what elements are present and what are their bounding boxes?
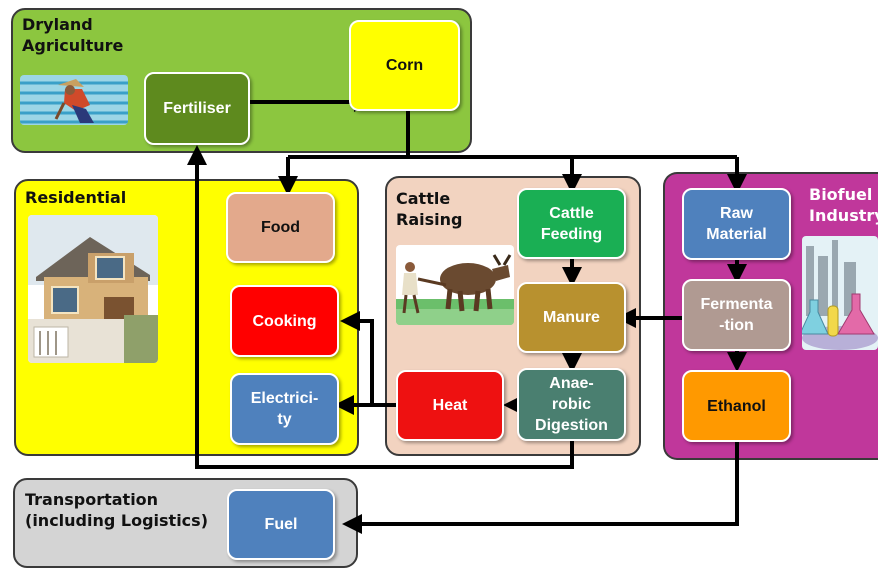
node-anaerobic-digestion: Anae- robic Digestion xyxy=(517,368,626,441)
node-heat: Heat xyxy=(396,370,504,441)
node-manure: Manure xyxy=(517,282,626,353)
house-picture xyxy=(28,215,158,363)
node-corn: Corn xyxy=(349,20,460,111)
node-cooking: Cooking xyxy=(230,285,339,357)
node-fuel: Fuel xyxy=(227,489,335,560)
node-ethanol: Ethanol xyxy=(682,370,791,442)
panel-title-transportation: Transportation (including Logistics) xyxy=(25,490,208,530)
farmer-planting-picture xyxy=(20,75,128,125)
laboratory-flasks-picture xyxy=(802,236,878,350)
node-fertiliser: Fertiliser xyxy=(144,72,250,145)
node-cattle-feeding: Cattle Feeding xyxy=(517,188,626,259)
node-fermentation: Fermenta -tion xyxy=(682,279,791,351)
node-food: Food xyxy=(226,192,335,263)
panel-title-biofuel-industry: Biofuel Industry xyxy=(809,185,878,225)
ox-plough-picture xyxy=(396,245,514,325)
panel-title-cattle-raising: Cattle Raising xyxy=(396,189,463,229)
node-raw-material: Raw Material xyxy=(682,188,791,260)
panel-title-residential: Residential xyxy=(25,188,127,207)
node-electricity: Electrici- ty xyxy=(230,373,339,445)
panel-title-dryland-agriculture: Dryland Agriculture xyxy=(22,15,124,55)
